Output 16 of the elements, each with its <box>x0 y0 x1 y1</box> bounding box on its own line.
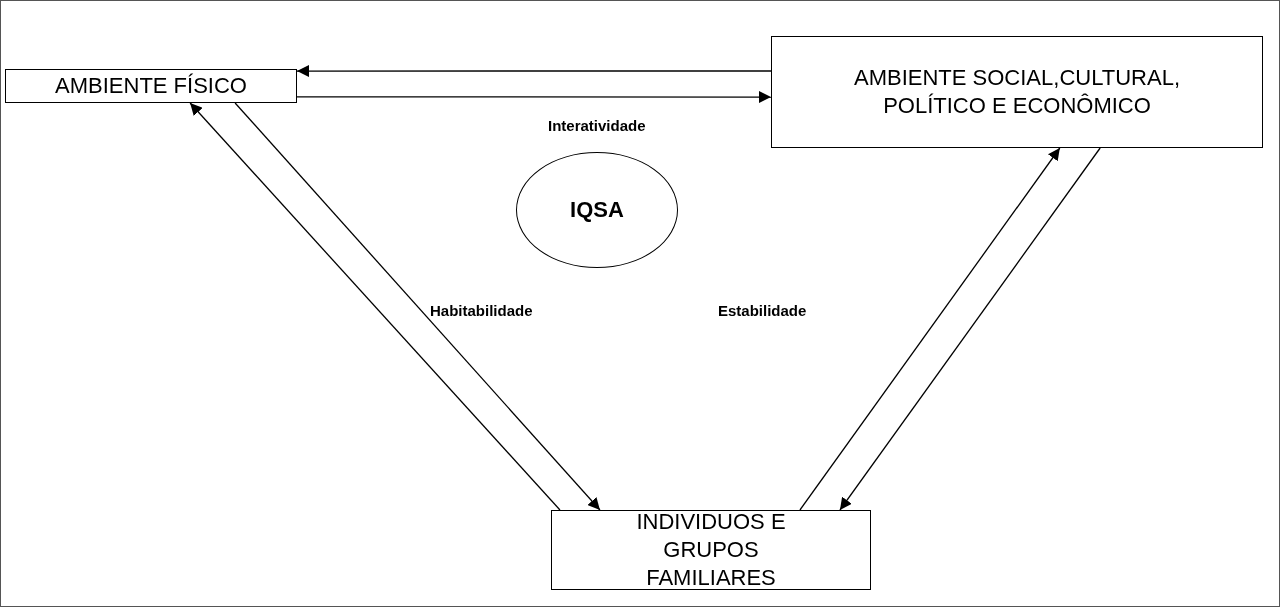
node-text: IQSA <box>570 196 624 224</box>
text-box <box>551 510 871 590</box>
arrow <box>799 147 1061 511</box>
node-text: AMBIENTE FÍSICO <box>55 72 247 100</box>
relation-label: Estabilidade <box>718 302 807 319</box>
relation-label: Habitabilidade <box>430 302 533 319</box>
arrow <box>296 65 772 78</box>
arrow <box>839 147 1101 511</box>
text-box <box>5 69 297 103</box>
node-text: INDIVIDUOS E GRUPOS FAMILIARES <box>635 508 787 592</box>
arrow <box>296 91 772 104</box>
node-text: AMBIENTE SOCIAL,CULTURAL, POLÍTICO E ECONÔMICO <box>853 64 1181 120</box>
text-box <box>771 36 1263 148</box>
arrow <box>234 102 601 511</box>
relation-label: Interatividade <box>548 117 646 134</box>
arrow <box>189 102 561 511</box>
